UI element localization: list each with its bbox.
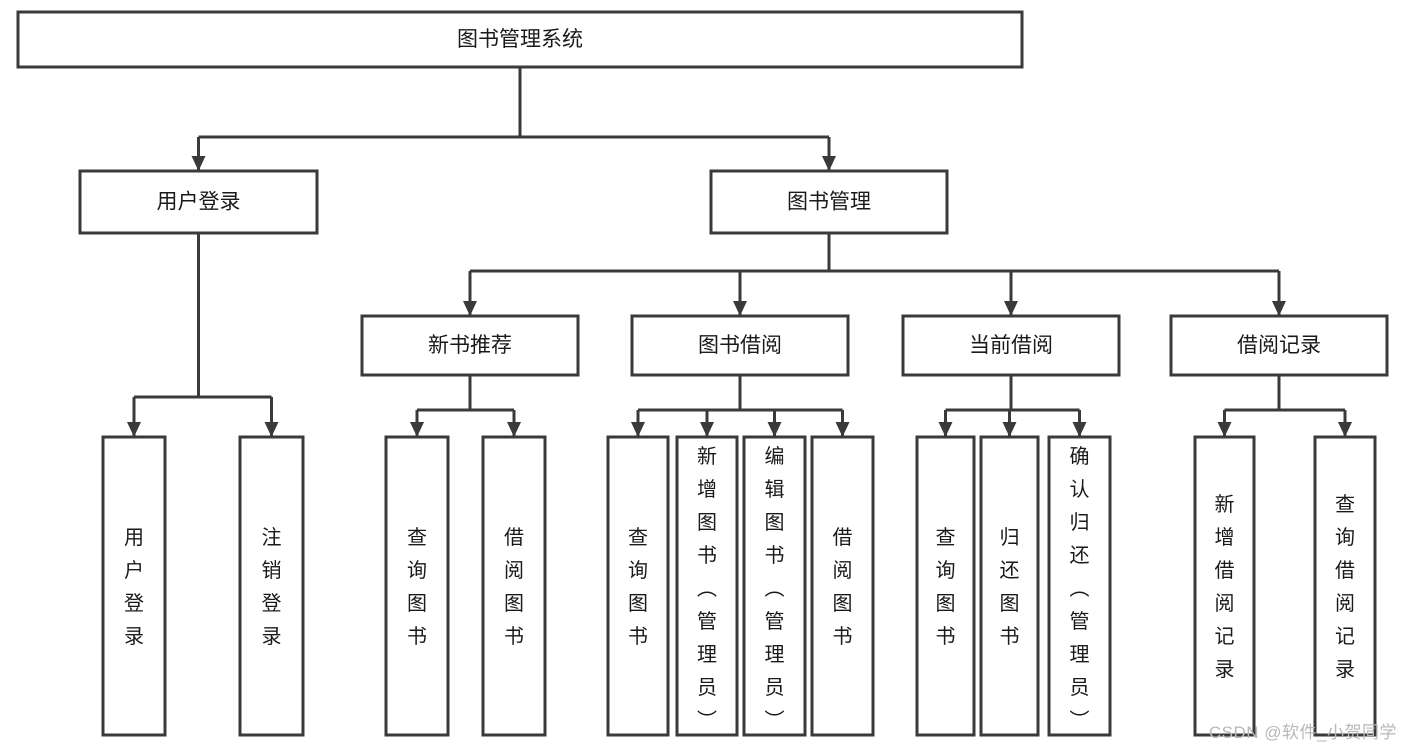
- arrow-head-icon: [1338, 422, 1352, 437]
- leaf-node-8[interactable]: 查询图书: [915, 435, 976, 737]
- leaf-node-5-label: 新增图书︵管理员︶: [697, 445, 717, 732]
- leaf-node-8-box[interactable]: [915, 435, 976, 737]
- level3-node-borrow-record[interactable]: 借阅记录: [1169, 314, 1389, 377]
- arrow-head-icon: [191, 156, 206, 171]
- leaf-node-3[interactable]: 借阅图书: [481, 435, 547, 737]
- leaf-node-0-box[interactable]: [101, 435, 167, 737]
- leaf-node-11-box[interactable]: [1193, 435, 1256, 737]
- leaf-node-4-label: 查询图书: [628, 526, 648, 648]
- leaf-node-11[interactable]: 新增借阅记录: [1193, 435, 1256, 737]
- level3-node-book-borrow-box[interactable]: [630, 314, 850, 377]
- leaf-node-11-label: 新增借阅记录: [1215, 493, 1235, 681]
- level3-node-book-borrow-label: 图书借阅: [698, 334, 782, 357]
- leaf-node-1[interactable]: 注销登录: [238, 435, 305, 737]
- level3-node-new-book-recommend[interactable]: 新书推荐: [360, 314, 580, 377]
- level2-node-user-login[interactable]: 用户登录: [78, 169, 319, 235]
- root-node-system-box[interactable]: [16, 10, 1024, 69]
- arrow-head-icon: [463, 301, 477, 316]
- level3-node-borrow-record-label: 借阅记录: [1237, 334, 1321, 357]
- leaf-node-6-label: 编辑图书︵管理员︶: [765, 445, 785, 732]
- arrow-head-icon: [1217, 422, 1232, 437]
- level2-node-user-login-label: 用户登录: [157, 191, 241, 214]
- leaf-node-7[interactable]: 借阅图书: [810, 435, 875, 737]
- leaf-node-2-box[interactable]: [384, 435, 450, 737]
- level2-node-user-login-box[interactable]: [78, 169, 319, 235]
- arrow-head-icon: [733, 301, 747, 316]
- leaf-node-7-box[interactable]: [810, 435, 875, 737]
- level3-node-current-borrow-box[interactable]: [901, 314, 1121, 377]
- leaf-node-12-label: 查询借阅记录: [1335, 493, 1355, 681]
- leaf-node-10-label: 确认归还︵管理员︶: [1070, 445, 1090, 732]
- arrow-head-icon: [700, 422, 714, 437]
- level3-node-new-book-recommend-label: 新书推荐: [428, 334, 512, 357]
- level2-node-book-management-label: 图书管理: [787, 191, 871, 214]
- leaf-node-5-box[interactable]: [675, 435, 739, 737]
- leaf-node-10-box[interactable]: [1047, 435, 1112, 737]
- arrow-head-icon: [1004, 301, 1018, 316]
- arrow-head-icon: [127, 422, 141, 437]
- arrow-head-icon: [410, 422, 424, 437]
- arrow-head-icon: [1072, 422, 1087, 437]
- arrow-head-icon: [507, 422, 521, 437]
- root-node-system-label: 图书管理系统: [457, 28, 583, 51]
- leaf-node-9[interactable]: 归还图书: [979, 435, 1040, 737]
- leaf-node-1-box[interactable]: [238, 435, 305, 737]
- level3-node-borrow-record-box[interactable]: [1169, 314, 1389, 377]
- leaf-node-8-label: 查询图书: [936, 526, 956, 648]
- arrow-head-icon: [822, 156, 836, 171]
- root-node-system[interactable]: 图书管理系统: [16, 10, 1024, 69]
- leaf-node-0-label: 用户登录: [124, 527, 144, 648]
- leaf-node-2[interactable]: 查询图书: [384, 435, 450, 737]
- level3-node-current-borrow[interactable]: 当前借阅: [901, 314, 1121, 377]
- arrow-head-icon: [938, 422, 953, 437]
- leaf-node-12-box[interactable]: [1313, 435, 1377, 737]
- level2-node-book-management[interactable]: 图书管理: [709, 169, 949, 235]
- connector-lines: [127, 67, 1352, 437]
- leaf-node-12[interactable]: 查询借阅记录: [1313, 435, 1377, 737]
- level3-node-book-borrow[interactable]: 图书借阅: [630, 314, 850, 377]
- leaf-node-6-box[interactable]: [742, 435, 807, 737]
- leaf-node-3-box[interactable]: [481, 435, 547, 737]
- arrow-head-icon: [767, 422, 782, 437]
- leaf-node-7-label: 借阅图书: [833, 526, 853, 648]
- leaf-node-1-label: 注销登录: [262, 526, 282, 648]
- leaf-node-4-box[interactable]: [606, 435, 670, 737]
- arrow-head-icon: [264, 422, 279, 437]
- leaf-node-10[interactable]: 确认归还︵管理员︶: [1047, 435, 1112, 737]
- arrow-head-icon: [631, 422, 645, 437]
- leaf-node-5[interactable]: 新增图书︵管理员︶: [675, 435, 739, 737]
- node-boxes: 图书管理系统用户登录图书管理新书推荐图书借阅当前借阅借阅记录用户登录注销登录查询…: [16, 10, 1389, 737]
- arrow-head-icon: [1272, 301, 1286, 316]
- arrow-head-icon: [835, 422, 850, 437]
- level2-node-book-management-box[interactable]: [709, 169, 949, 235]
- leaf-node-0[interactable]: 用户登录: [101, 435, 167, 737]
- leaf-node-9-label: 归还图书: [1000, 526, 1020, 648]
- leaf-node-4[interactable]: 查询图书: [606, 435, 670, 737]
- leaf-node-6[interactable]: 编辑图书︵管理员︶: [742, 435, 807, 737]
- leaf-node-9-box[interactable]: [979, 435, 1040, 737]
- level3-node-new-book-recommend-box[interactable]: [360, 314, 580, 377]
- leaf-node-3-label: 借阅图书: [504, 526, 524, 648]
- leaf-node-2-label: 查询图书: [407, 526, 427, 648]
- level3-node-current-borrow-label: 当前借阅: [969, 334, 1053, 357]
- arrow-head-icon: [1002, 422, 1017, 437]
